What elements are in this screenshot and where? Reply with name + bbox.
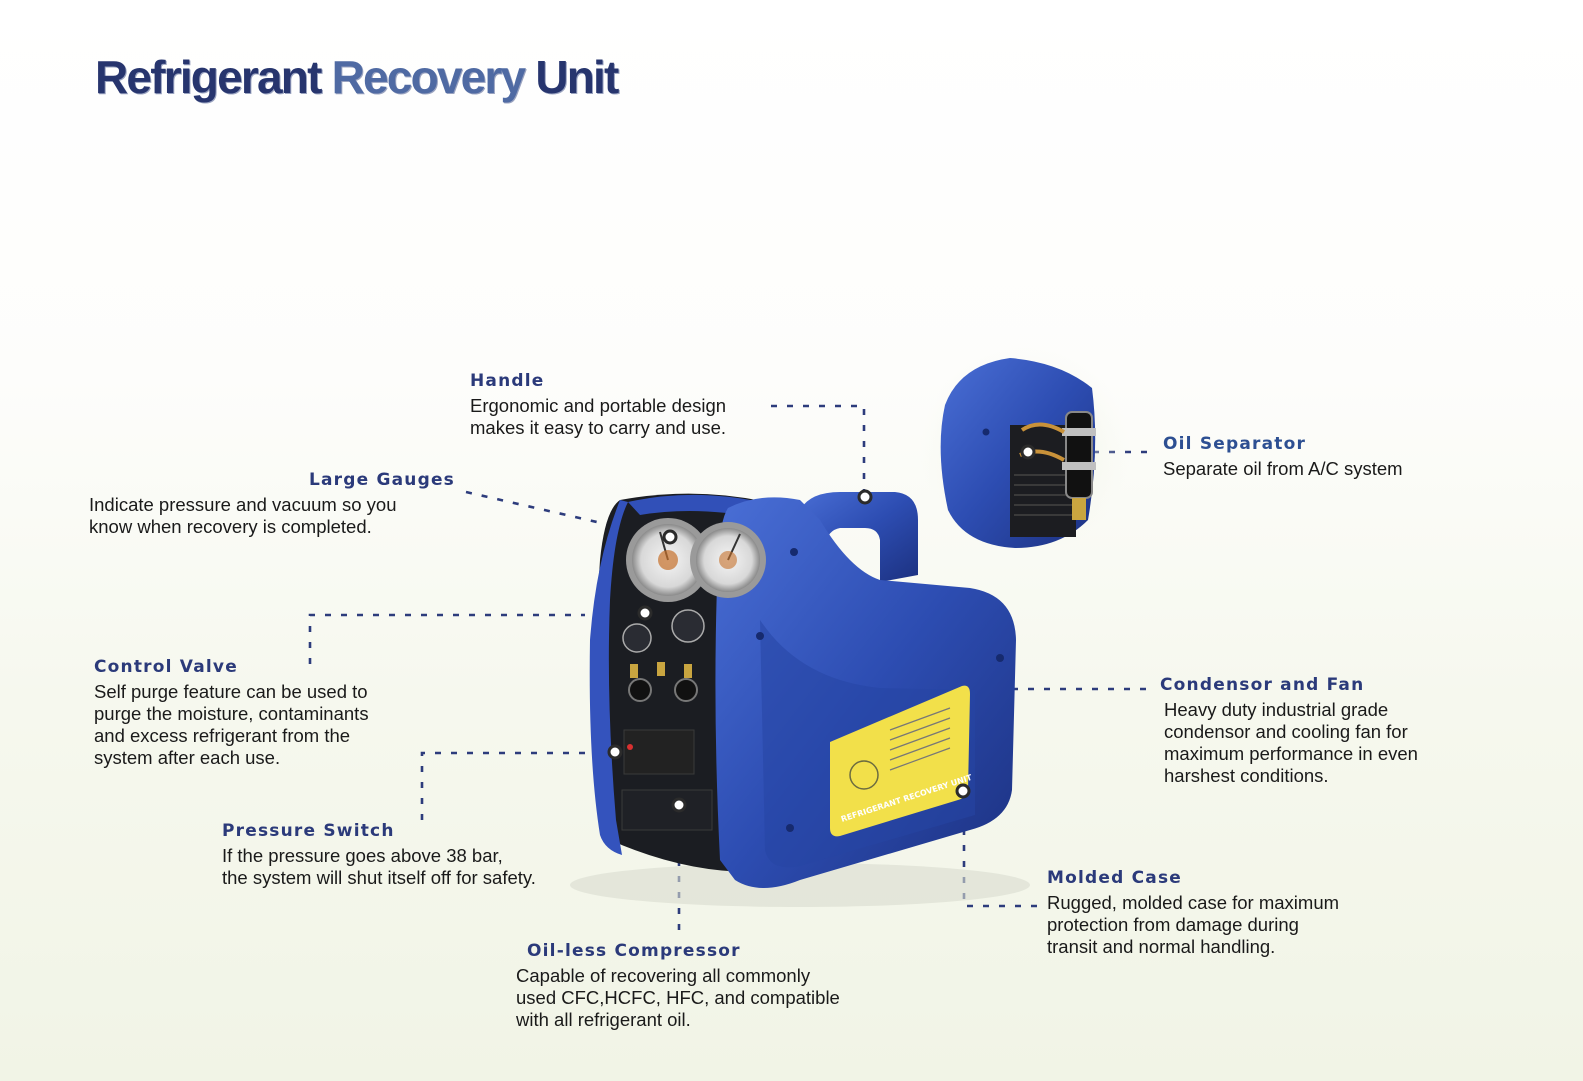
- label-text-lines: [889, 707, 951, 771]
- label-diagram: [849, 760, 879, 790]
- gauge-right: [690, 522, 766, 598]
- feature-title: Condensor and Fan: [1160, 675, 1365, 695]
- feature-description: If the pressure goes above 38 bar, the s…: [222, 844, 536, 888]
- title-word-3: Unit: [535, 51, 619, 103]
- feature-title: Control Valve: [94, 657, 238, 677]
- feature-molded-case: Molded Case Rugged, molded case for maxi…: [1047, 868, 1340, 958]
- feature-title: Pressure Switch: [222, 821, 395, 841]
- pin-molded-case: [955, 783, 971, 799]
- feature-title: Handle: [470, 371, 545, 391]
- feature-description: Self purge feature can be used to purge …: [94, 680, 369, 768]
- title-word-2: Recovery: [331, 51, 527, 103]
- recovery-unit: REFRIGERANT RECOVERY UNIT: [570, 492, 1030, 907]
- service-ports: [628, 662, 698, 702]
- oil-separator-inset: [920, 345, 1130, 555]
- feature-large-gauges: Large Gauges Indicate pressure and vacuu…: [89, 470, 469, 538]
- separator-canister: [1065, 411, 1093, 499]
- pin-gauges: [662, 529, 678, 545]
- switch-panel: [623, 729, 695, 775]
- callout-pins: [607, 444, 1036, 813]
- page-title: Refrigerant Recovery Unit: [95, 50, 619, 104]
- pin-control-valve: [637, 605, 653, 621]
- feature-oil-less-compressor: Oil-less Compressor Capable of recoverin…: [516, 941, 840, 1031]
- feature-description: Indicate pressure and vacuum so you know…: [89, 493, 397, 537]
- feature-pressure-switch: Pressure Switch If the pressure goes abo…: [222, 821, 536, 889]
- feature-title: Oil-less Compressor: [527, 941, 741, 961]
- feature-oil-separator: Oil Separator Separate oil from A/C syst…: [1163, 434, 1403, 480]
- pin-compressor: [671, 797, 687, 813]
- unit-shadow: [570, 863, 1030, 907]
- feature-condensor-fan: Condensor and Fan Heavy duty industrial …: [1160, 675, 1418, 787]
- feature-description: Heavy duty industrial grade condensor an…: [1164, 698, 1418, 786]
- feature-description: Capable of recovering all commonly used …: [516, 964, 840, 1030]
- feature-control-valve: Control Valve Self purge feature can be …: [94, 657, 369, 769]
- feature-title: Molded Case: [1047, 868, 1183, 888]
- valve-knobs: [622, 609, 705, 653]
- inset-vents: [1014, 474, 1072, 516]
- leader-control-valve: [308, 613, 585, 664]
- feature-title: Oil Separator: [1163, 434, 1307, 454]
- pin-pressure-switch: [607, 744, 623, 760]
- case-screws: [756, 548, 1004, 832]
- unit-handle: [792, 492, 918, 582]
- pin-handle: [857, 489, 873, 505]
- feature-description: Rugged, molded case for maximum protecti…: [1047, 891, 1340, 957]
- feature-handle: Handle Ergonomic and portable design mak…: [470, 371, 727, 439]
- feature-description: Ergonomic and portable design makes it e…: [470, 394, 727, 438]
- pin-oil-separator: [1020, 444, 1036, 460]
- gauge-left: [626, 518, 710, 602]
- power-indicator: [627, 744, 633, 750]
- leader-pressure-switch: [420, 751, 600, 820]
- leader-handle: [771, 404, 866, 497]
- left-rim: [589, 500, 628, 855]
- leader-gauges: [465, 490, 611, 527]
- feature-description: Separate oil from A/C system: [1163, 457, 1403, 479]
- feature-title: Large Gauges: [308, 470, 455, 490]
- vent-grille: [621, 789, 713, 831]
- title-word-1: Refrigerant: [95, 51, 322, 103]
